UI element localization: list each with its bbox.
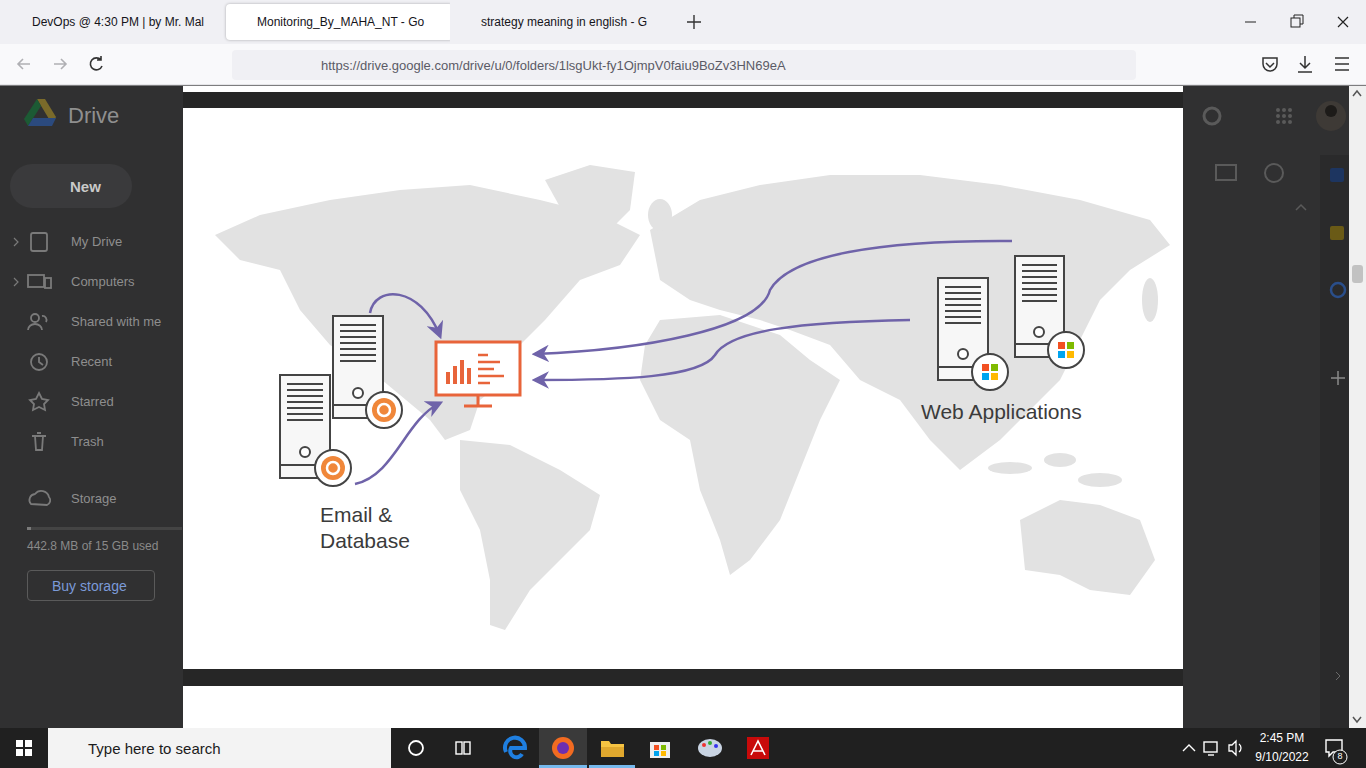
back-button — [18, 59, 30, 69]
tray-chevron — [1183, 745, 1195, 751]
new-button: New — [10, 164, 132, 208]
forward-button — [54, 59, 66, 69]
storage-track — [27, 527, 182, 530]
grid-icon — [1216, 165, 1236, 180]
network-icon — [1204, 742, 1217, 752]
menu-icon — [1335, 58, 1349, 70]
start-button — [16, 740, 32, 756]
reload-button — [90, 56, 102, 70]
browser-tab-active-text: Monitoring_By_MAHA_NT - Go — [257, 15, 424, 29]
scroll-up — [1353, 91, 1361, 96]
url-bar-text: https://drive.google.com/drive/u/0/folde… — [321, 58, 786, 73]
nav-item: My Drive — [71, 234, 122, 249]
web-servers — [938, 256, 1084, 390]
buy-storage-button: Buy storage — [27, 570, 155, 601]
task-view — [456, 742, 470, 754]
volume-icon — [1229, 741, 1241, 755]
store-icon — [650, 742, 670, 758]
viewer-ground — [183, 86, 1183, 728]
explorer-icon — [601, 741, 624, 757]
restore — [1291, 18, 1300, 27]
taskbar-search: Type here to search — [48, 728, 391, 768]
scroll-down — [1353, 717, 1361, 722]
browser-tab-text: strategy meaning in english - G — [481, 15, 647, 29]
taskbar — [0, 728, 1366, 768]
buy-storage-button-text: Buy storage — [52, 578, 127, 594]
notification-count: 8 — [1334, 751, 1346, 761]
settings-icon — [1204, 108, 1220, 124]
flow-arrows — [355, 241, 1012, 484]
side-panel — [1320, 155, 1349, 728]
active-app — [539, 728, 587, 768]
acrobat-icon — [747, 737, 769, 759]
apps-icon — [1276, 108, 1292, 124]
browser-tab: strategy meaning in english - G — [450, 0, 676, 44]
clock-time: 2:45 PM — [1250, 731, 1314, 745]
app-title: Drive — [68, 103, 119, 129]
ubuntu-badges — [321, 398, 396, 480]
browser-tab-text: DevOps @ 4:30 PM | by Mr. Mal — [32, 15, 204, 29]
close-window — [1338, 17, 1348, 27]
email-servers — [280, 316, 402, 486]
toolbar-border — [0, 85, 1366, 86]
keep-icon — [1330, 226, 1344, 240]
previous-page — [183, 86, 1183, 92]
minimize — [1245, 22, 1256, 23]
scrollbar — [1349, 86, 1366, 728]
download-icon — [1298, 56, 1312, 72]
next-page — [183, 686, 1183, 728]
storage-usage: 442.8 MB of 15 GB used — [27, 539, 158, 553]
drive-logo — [24, 99, 56, 126]
nav-item: Recent — [71, 354, 112, 369]
edge-icon — [505, 738, 525, 758]
world-map — [215, 165, 1170, 630]
taskbar-search-text: Type here to search — [88, 740, 221, 757]
firefox-icon — [552, 737, 574, 759]
clock-date: 9/10/2022 — [1250, 750, 1314, 764]
avatar — [1316, 101, 1346, 131]
nav-item: Trash — [71, 434, 104, 449]
notification-badge — [1333, 750, 1347, 764]
new-button-text: New — [70, 178, 101, 195]
nav-item: Shared with me — [71, 314, 161, 329]
calendar-icon — [1330, 168, 1344, 182]
new-tab-plus — [687, 15, 701, 29]
nav-item: Storage — [71, 491, 117, 506]
windows-badges — [982, 342, 1074, 380]
tab-strip — [0, 0, 1366, 44]
tasks-icon — [1331, 283, 1345, 297]
group-label: Email & Database — [320, 502, 438, 554]
browser-tab-active: Monitoring_By_MAHA_NT - Go — [226, 4, 453, 40]
cortana-icon — [409, 741, 423, 755]
monitoring-screen — [436, 342, 520, 406]
browser-tab: DevOps @ 4:30 PM | by Mr. Mal — [0, 0, 233, 44]
sidebar-icons — [14, 233, 51, 505]
url-bar: https://drive.google.com/drive/u/0/folde… — [232, 50, 1136, 80]
nav-toolbar — [0, 44, 1366, 85]
paint-icon — [698, 739, 722, 757]
nav-item: Starred — [71, 394, 114, 409]
group-label: Web Applications — [921, 400, 1082, 424]
add-icon — [1331, 371, 1345, 385]
info-icon — [1265, 164, 1283, 182]
storage-used — [27, 527, 31, 530]
pocket-icon — [1263, 58, 1277, 71]
slide-image — [183, 108, 1183, 669]
scroll-thumb — [1352, 265, 1363, 283]
drive-overlay — [0, 86, 1349, 728]
nav-item: Computers — [71, 274, 135, 289]
